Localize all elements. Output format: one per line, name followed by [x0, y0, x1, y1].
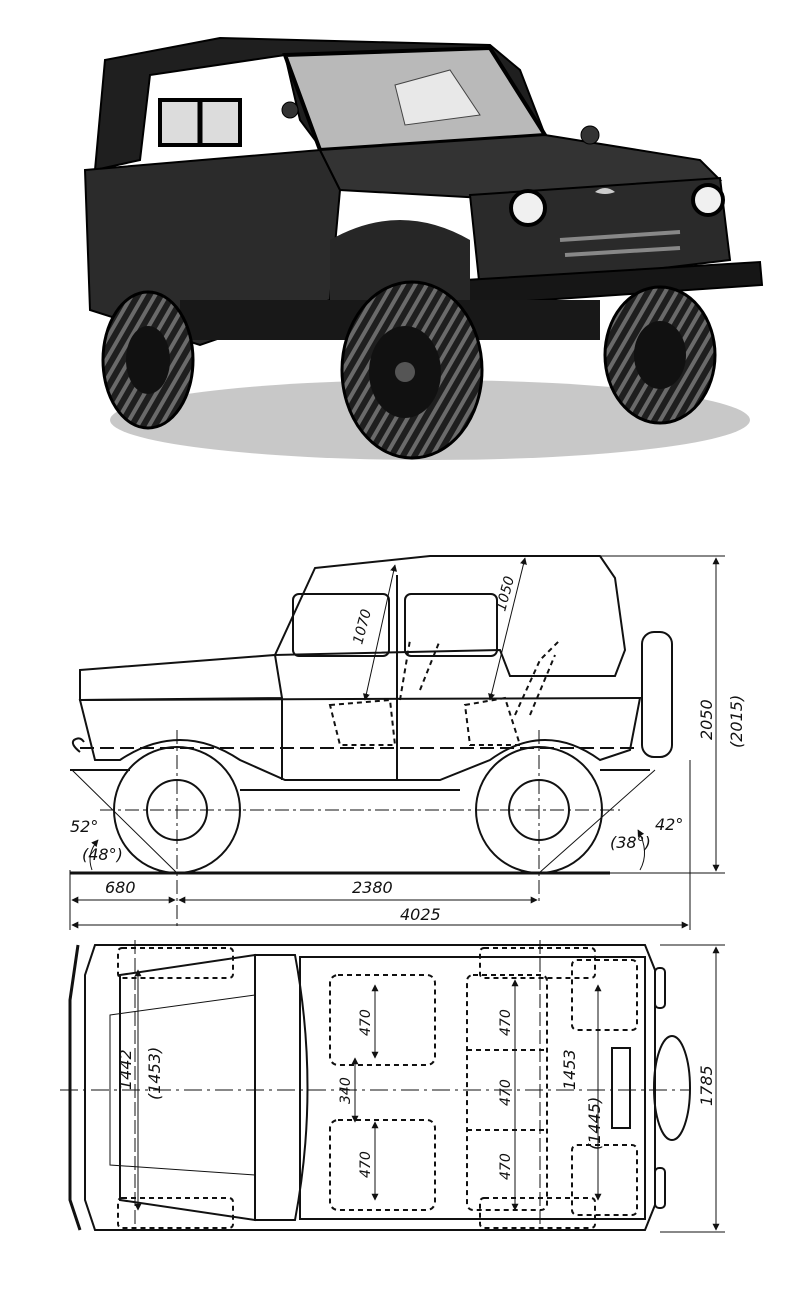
dim-rear-seat-right: 470 — [498, 1153, 514, 1180]
top-hood — [119, 953, 256, 1222]
dim-departure-angle-alt: (38°) — [610, 833, 651, 852]
rear-left-wheel — [101, 290, 195, 430]
front-right-seat — [329, 1119, 436, 1211]
dim-departure-angle: 42° — [655, 815, 683, 834]
side-view-drawing — [69, 555, 725, 930]
side-canopy — [273, 555, 627, 677]
front-bumper-top — [68, 944, 82, 1231]
dim-aisle-gap: 340 — [338, 1077, 354, 1104]
front-left-wheel — [340, 280, 484, 460]
dim-front-overhang: 680 — [105, 878, 136, 897]
dim-length: 4025 — [400, 905, 441, 924]
dim-height-alt: (2015) — [727, 695, 746, 748]
top-view-labels: 1442 (1453) 470 340 470 470 470 470 1453… — [116, 1009, 716, 1180]
rear-door-window — [404, 593, 498, 657]
side-mirror — [281, 101, 299, 119]
dim-rear-seat-left: 470 — [498, 1009, 514, 1036]
rear-seat-bench — [466, 974, 548, 1211]
side-body — [78, 696, 642, 781]
side-hood — [79, 653, 284, 702]
dim-rear-track-alt: (1445) — [585, 1097, 604, 1150]
dim-height: 2050 — [697, 699, 716, 740]
dim-front-track-alt: (1453) — [145, 1047, 164, 1100]
front-fender — [330, 220, 470, 300]
side-view-labels: 680 2380 4025 52° (48°) 42° (38°) 2050 (… — [70, 574, 746, 924]
dim-front-seat-right: 470 — [358, 1151, 374, 1178]
dim-wheelbase: 2380 — [352, 878, 393, 897]
dim-front-track: 1442 — [116, 1049, 135, 1090]
spare-wheel-top — [653, 1035, 691, 1141]
right-headlight — [691, 183, 725, 217]
front-left-seat — [329, 974, 436, 1066]
tow-hook — [71, 737, 85, 753]
top-outline — [84, 944, 656, 1231]
spare-wheel — [641, 631, 673, 758]
uaz-emblem-icon — [595, 188, 615, 194]
dim-front-seat-left: 470 — [358, 1009, 374, 1036]
right-mirror — [580, 125, 600, 145]
dim-approach-angle-alt: (48°) — [82, 845, 123, 864]
top-view-drawing — [60, 940, 725, 1233]
front-right-wheel — [603, 285, 717, 425]
grille-slots — [559, 230, 681, 257]
vehicle-photo — [83, 36, 764, 460]
dim-rear-seat-mid: 470 — [498, 1079, 514, 1106]
dim-width: 1785 — [697, 1065, 716, 1106]
left-headlight — [509, 189, 547, 227]
cabin-area — [299, 956, 646, 1220]
dim-front-seat-height: 1070 — [350, 607, 375, 646]
dim-rear-seat-height: 1050 — [493, 574, 518, 613]
dim-approach-angle: 52° — [70, 817, 98, 836]
dim-rear-track: 1453 — [560, 1049, 579, 1090]
front-door-window — [292, 593, 390, 657]
